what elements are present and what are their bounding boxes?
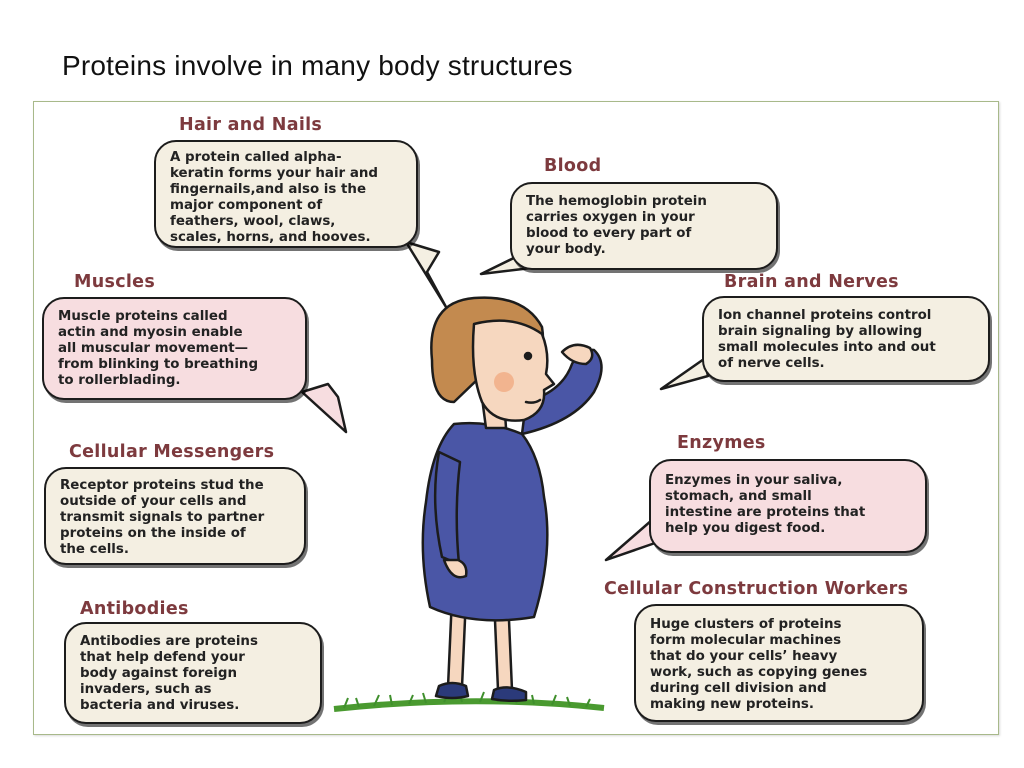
blood-text-line: blood to every part of <box>526 226 692 241</box>
construction-text-line: during cell division and <box>650 681 827 696</box>
muscles-text-line: Muscle proteins called <box>58 309 228 324</box>
hair-text-line: A protein called alpha- <box>170 150 342 165</box>
antibodies-text-line: body against foreign <box>80 666 237 681</box>
enzymes-bubble: Enzymes in your saliva, stomach, and sma… <box>649 459 927 553</box>
muscles-bubble: Muscle proteins called actin and myosin … <box>42 297 307 400</box>
mouth <box>524 398 542 404</box>
blood-bubble: The hemoglobin protein carries oxygen in… <box>510 182 778 270</box>
construction-text-line: work, such as copying genes <box>650 665 868 680</box>
enzymes-text-line: intestine are proteins that <box>665 505 866 520</box>
hair-text-line: feathers, wool, claws, <box>170 214 336 229</box>
blood-heading: Blood <box>544 156 602 176</box>
brain-text-line: small molecules into and out <box>718 340 936 355</box>
construction-text-line: making new proteins. <box>650 697 814 712</box>
cheek <box>494 372 514 392</box>
construction-heading: Cellular Construction Workers <box>604 579 909 599</box>
messengers-heading: Cellular Messengers <box>69 442 275 462</box>
illustration-frame: Hair and Nails A protein called alpha- k… <box>33 101 999 735</box>
messengers-text-line: transmit signals to partner <box>60 510 265 525</box>
blood-text-line: carries oxygen in your <box>526 210 695 225</box>
blood-text-line: The hemoglobin protein <box>526 194 707 209</box>
messengers-text-line: proteins on the inside of <box>60 526 246 541</box>
grass <box>333 690 605 712</box>
antibodies-text-line: bacteria and viruses. <box>80 698 240 713</box>
enzymes-text-line: help you digest food. <box>665 521 826 536</box>
muscles-text-line: from blinking to breathing <box>58 357 259 372</box>
enzymes-text-line: Enzymes in your saliva, <box>665 473 843 488</box>
antibodies-text-line: Antibodies are proteins <box>80 634 258 649</box>
muscles-bubble-tail <box>300 382 348 434</box>
construction-text-line: Huge clusters of proteins <box>650 617 842 632</box>
brain-text-line: Ion channel proteins control <box>718 308 932 323</box>
antibodies-text-line: invaders, such as <box>80 682 212 697</box>
enzymes-text-line: stomach, and small <box>665 489 812 504</box>
blood-text-line: your body. <box>526 242 606 257</box>
muscles-text-line: all muscular movement— <box>58 341 249 356</box>
raised-arm <box>520 348 603 436</box>
brain-text-line: brain signaling by allowing <box>718 324 923 339</box>
brain-text-line: of nerve cells. <box>718 356 825 371</box>
enzymes-heading: Enzymes <box>677 433 766 453</box>
illustration-art <box>300 240 710 712</box>
hair-text-line: keratin forms your hair and <box>170 166 378 181</box>
left-shoe <box>434 681 470 700</box>
right-shoe <box>490 686 528 703</box>
hair-heading: Hair and Nails <box>179 115 323 135</box>
muscles-text-line: to rollerblading. <box>58 373 181 388</box>
muscles-text-line: actin and myosin enable <box>58 325 243 340</box>
brain-bubble: Ion channel proteins control brain signa… <box>702 296 990 382</box>
hair-text-line: scales, horns, and hooves. <box>170 230 371 245</box>
messengers-text-line: the cells. <box>60 542 129 557</box>
hand <box>560 343 594 366</box>
muscles-heading: Muscles <box>74 272 156 292</box>
slide-title: Proteins involve in many body structures <box>62 50 573 81</box>
hair-text-line: fingernails,and also is the <box>170 182 367 197</box>
hanging-arm <box>433 450 462 566</box>
antibodies-text-line: that help defend your <box>80 650 245 665</box>
hair-bubble-tail <box>404 240 448 309</box>
antibodies-bubble: Antibodies are proteins that help defend… <box>64 622 322 724</box>
hair-bubble: A protein called alpha- keratin forms yo… <box>154 140 418 248</box>
construction-text-line: that do your cells’ heavy <box>650 649 838 664</box>
construction-text-line: form molecular machines <box>650 633 842 648</box>
face <box>471 319 556 422</box>
hanging-hand <box>442 558 468 579</box>
eye <box>523 351 533 361</box>
messengers-text-line: Receptor proteins stud the <box>60 478 264 493</box>
hair-text-line: major component of <box>170 198 323 213</box>
antibodies-heading: Antibodies <box>80 599 189 619</box>
brain-bubble-tail <box>659 357 710 391</box>
character <box>421 296 603 703</box>
construction-bubble: Huge clusters of proteins form molecular… <box>634 604 924 722</box>
brain-heading: Brain and Nerves <box>724 272 899 292</box>
messengers-bubble: Receptor proteins stud the outside of yo… <box>44 467 306 565</box>
messengers-text-line: outside of your cells and <box>60 494 247 509</box>
